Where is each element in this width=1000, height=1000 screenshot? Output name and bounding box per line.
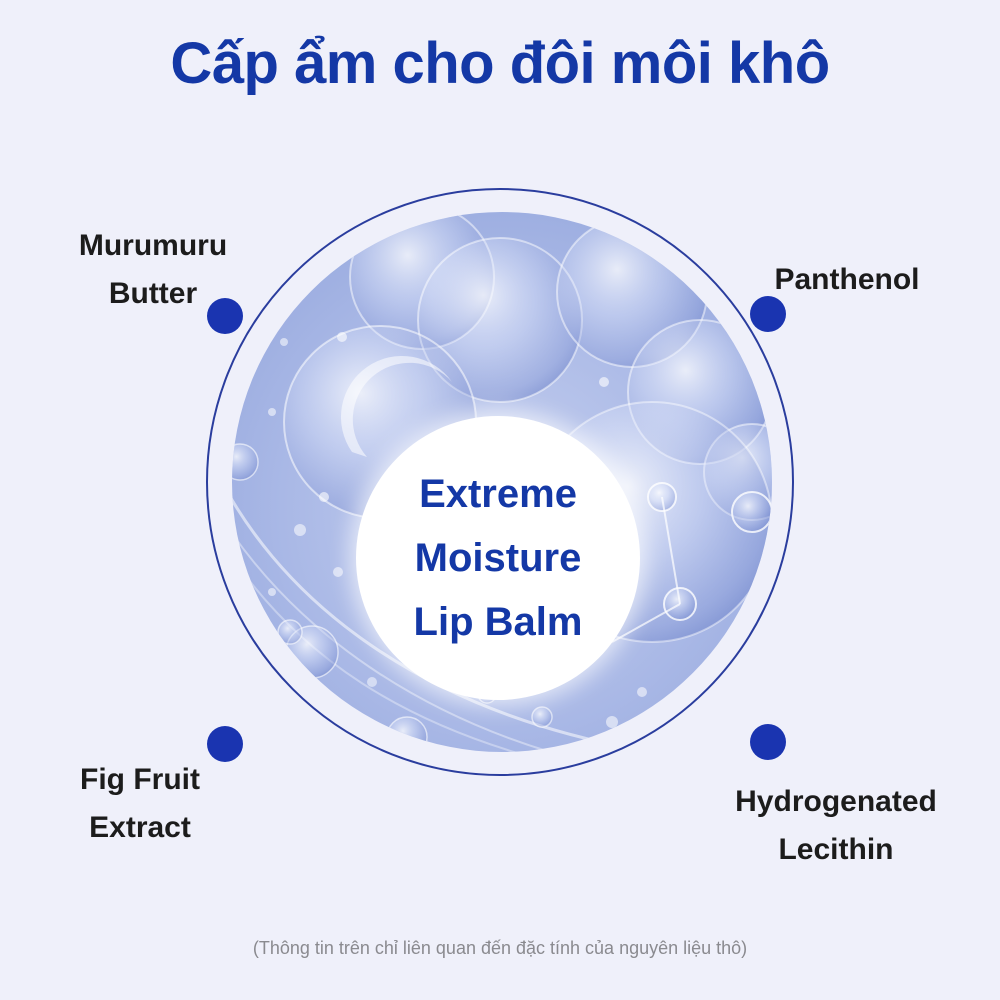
disclaimer-footnote: (Thông tin trên chỉ liên quan đến đặc tí… (252, 938, 748, 958)
outer-ring (206, 188, 794, 776)
ingredient-line: Hydrogenated (735, 785, 937, 818)
product-name-line-2: Moisture (414, 536, 582, 580)
ingredient-line: Murumuru (78, 229, 228, 262)
ingredient-line: Lecithin (778, 833, 894, 866)
ingredient-marker-top-right (750, 296, 786, 332)
page-title: Cấp ẩm cho đôi môi khô (170, 31, 830, 96)
ingredient-hydrogenated-lecithin: Hydrogenated Lecithin (716, 778, 956, 874)
product-badge: Extreme Moisture Lip Balm (356, 416, 640, 700)
product-name-line-1: Extreme (419, 472, 577, 516)
ingredient-murumuru-butter: Murumuru Butter (58, 222, 248, 318)
ingredient-marker-bottom-left (207, 726, 243, 762)
ingredient-line: Panthenol (774, 263, 920, 296)
ingredient-fig-fruit-extract: Fig Fruit Extract (42, 756, 238, 852)
product-name-line-3: Lip Balm (413, 600, 583, 644)
ingredient-line: Butter (108, 277, 198, 310)
ingredient-marker-top-left (207, 298, 243, 334)
ingredient-marker-bottom-right (750, 724, 786, 760)
ingredient-line: Extract (89, 811, 191, 844)
ingredient-panthenol: Panthenol (752, 256, 942, 304)
ingredient-line: Fig Fruit (80, 763, 200, 796)
